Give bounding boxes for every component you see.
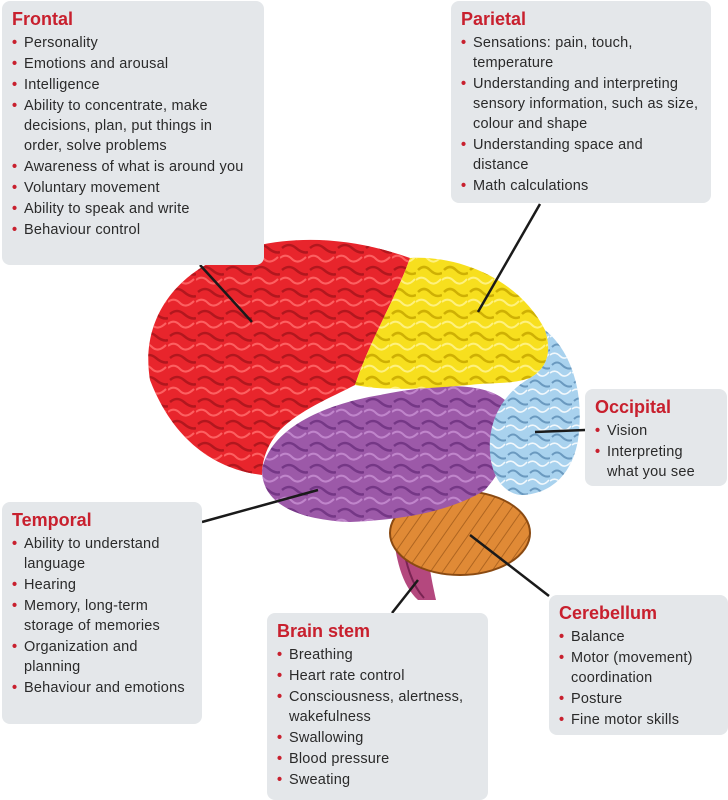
parietal-leader-line bbox=[476, 203, 542, 313]
list-item: Consciousness, alertness, wakefulness bbox=[277, 687, 478, 727]
list-item: Behaviour control bbox=[12, 220, 254, 240]
occipital-lobe-shape bbox=[489, 330, 580, 495]
list-item: Breathing bbox=[277, 645, 478, 665]
list-item: Sweating bbox=[277, 770, 478, 790]
list-item: Posture bbox=[559, 689, 718, 709]
brainstem-title: Brain stem bbox=[277, 621, 371, 641]
parietal-lobe-shape bbox=[355, 257, 549, 389]
list-item: Interpreting what you see bbox=[595, 442, 717, 482]
list-item: Swallowing bbox=[277, 728, 478, 748]
list-item: Emotions and arousal bbox=[12, 54, 254, 74]
frontal-lobe-panel: Frontal Personality Emotions and arousal… bbox=[2, 1, 264, 265]
frontal-lobe-shape bbox=[148, 239, 410, 475]
brainstem-leader-line bbox=[391, 579, 419, 614]
parietal-list: Sensations: pain, touch, temperature Und… bbox=[461, 33, 701, 196]
list-item: Personality bbox=[12, 33, 254, 53]
list-item: Balance bbox=[559, 627, 718, 647]
frontal-title: Frontal bbox=[12, 9, 73, 29]
temporal-lobe-panel: Temporal Ability to understand language … bbox=[2, 502, 202, 724]
list-item: Fine motor skills bbox=[559, 710, 718, 730]
brainstem-list: Breathing Heart rate control Consciousne… bbox=[277, 645, 478, 790]
list-item: Organization and planning bbox=[12, 637, 192, 677]
list-item: Intelligence bbox=[12, 75, 254, 95]
list-item: Memory, long-term storage of memories bbox=[12, 596, 192, 636]
list-item: Ability to concentrate, make decisions, … bbox=[12, 96, 254, 156]
frontal-list: Personality Emotions and arousal Intelli… bbox=[12, 33, 254, 240]
list-item: Heart rate control bbox=[277, 666, 478, 686]
cerebellum-leader-line bbox=[469, 534, 550, 597]
list-item: Behaviour and emotions bbox=[12, 678, 192, 698]
list-item: Voluntary movement bbox=[12, 178, 254, 198]
list-item: Motor (movement) coordination bbox=[559, 648, 718, 688]
frontal-leader-line bbox=[199, 264, 253, 323]
list-item: Understanding space and distance bbox=[461, 135, 701, 175]
temporal-lobe-shape bbox=[262, 386, 513, 522]
list-item: Math calculations bbox=[461, 176, 701, 196]
list-item: Awareness of what is around you bbox=[12, 157, 254, 177]
list-item: Ability to understand language bbox=[12, 534, 192, 574]
temporal-list: Ability to understand language Hearing M… bbox=[12, 534, 192, 698]
occipital-title: Occipital bbox=[595, 397, 672, 417]
list-item: Vision bbox=[595, 421, 717, 441]
cerebellum-title: Cerebellum bbox=[559, 603, 658, 623]
occipital-leader-line bbox=[534, 428, 586, 434]
occipital-lobe-panel: Occipital Vision Interpreting what you s… bbox=[585, 389, 727, 486]
occipital-list: Vision Interpreting what you see bbox=[595, 421, 717, 482]
cerebellum-list: Balance Motor (movement) coordination Po… bbox=[559, 627, 718, 730]
temporal-leader-line bbox=[201, 488, 319, 524]
list-item: Ability to speak and write bbox=[12, 199, 254, 219]
parietal-lobe-panel: Parietal Sensations: pain, touch, temper… bbox=[451, 1, 711, 203]
list-item: Hearing bbox=[12, 575, 192, 595]
temporal-title: Temporal bbox=[12, 510, 92, 530]
list-item: Blood pressure bbox=[277, 749, 478, 769]
brain-stem-panel: Brain stem Breathing Heart rate control … bbox=[267, 613, 488, 800]
list-item: Understanding and interpreting sensory i… bbox=[461, 74, 701, 134]
list-item: Sensations: pain, touch, temperature bbox=[461, 33, 701, 73]
parietal-title: Parietal bbox=[461, 9, 527, 29]
leader-lines bbox=[199, 203, 586, 614]
cerebellum-panel: Cerebellum Balance Motor (movement) coor… bbox=[549, 595, 728, 735]
